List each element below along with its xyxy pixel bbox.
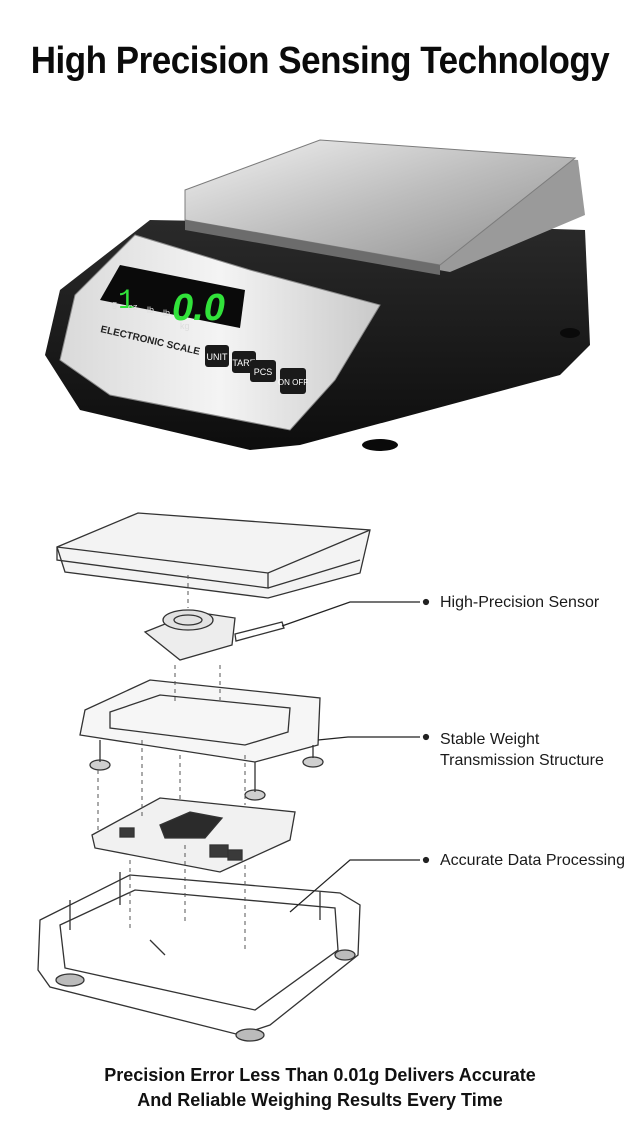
unit-label-kg: kg xyxy=(180,321,190,331)
callout-structure-line1: Stable Weight xyxy=(440,731,540,748)
page-title: High Precision Sensing Technology xyxy=(30,40,610,82)
footer-line-1: Precision Error Less Than 0.01g Delivers… xyxy=(104,1065,536,1085)
display-indicator: 1 xyxy=(118,286,135,317)
callout-structure-line2: Transmission Structure xyxy=(440,752,604,769)
unit-label-lb: lb xyxy=(147,305,154,315)
pcs-button-label: PCS xyxy=(254,367,273,377)
footer-tagline: Precision Error Less Than 0.01g Delivers… xyxy=(0,1063,640,1113)
unit-button[interactable] xyxy=(205,345,229,367)
power-button-label: ON OFF xyxy=(278,378,308,387)
scale-product-image: 1 0.0 g oz lb lb kg ELECTRONIC SCALE UNI… xyxy=(45,139,590,451)
pcs-button[interactable] xyxy=(250,360,276,382)
exploded-view-diagram xyxy=(37,512,430,1042)
tare-button-label: TARE xyxy=(232,358,255,368)
unit-label-g: g xyxy=(112,299,117,309)
unit-button-label: UNIT xyxy=(207,352,228,362)
display-reading: 0.0 xyxy=(172,287,225,329)
unit-label-oz: oz xyxy=(128,302,138,312)
callout-sensor: High-Precision Sensor xyxy=(440,594,600,611)
callout-processing: Accurate Data Processing xyxy=(440,852,625,869)
unit-label-lb-2: lb xyxy=(163,308,170,318)
power-button[interactable] xyxy=(280,368,306,394)
footer-line-2: And Reliable Weighing Results Every Time xyxy=(137,1090,503,1110)
